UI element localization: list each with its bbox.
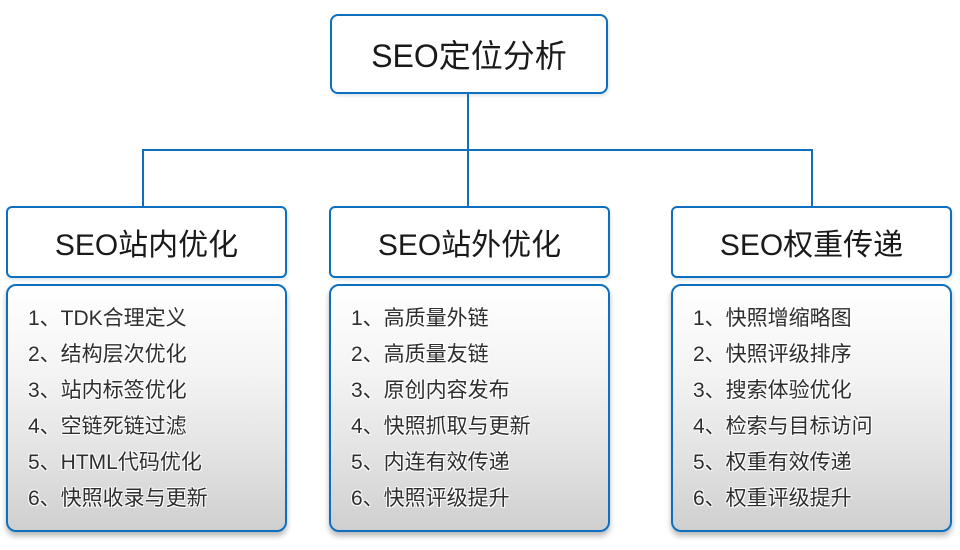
list-item: 2、快照评级排序 xyxy=(693,343,852,366)
root-node-label: SEO定位分析 xyxy=(371,38,567,74)
list-item: 3、站内标签优化 xyxy=(28,379,187,402)
list-item: 1、TDK合理定义 xyxy=(28,307,187,330)
connector-stub-middle xyxy=(467,150,469,206)
list-item: 3、搜索体验优化 xyxy=(693,379,852,402)
root-node: SEO定位分析 xyxy=(330,14,608,94)
connector-stub-right xyxy=(811,150,813,206)
list-item: 3、原创内容发布 xyxy=(351,379,510,402)
list-item: 5、内连有效传递 xyxy=(351,451,510,474)
list-item: 1、快照增缩略图 xyxy=(693,307,852,330)
list-item: 4、快照抓取与更新 xyxy=(351,415,531,438)
branch-header-offsite: SEO站外优化 xyxy=(329,206,610,278)
list-item: 6、权重评级提升 xyxy=(693,487,852,510)
list-item: 5、权重有效传递 xyxy=(693,451,852,474)
list-item: 6、快照评级提升 xyxy=(351,487,510,510)
branch-header-weight-label: SEO权重传递 xyxy=(719,229,904,262)
list-item: 6、快照收录与更新 xyxy=(28,487,208,510)
connector-root-drop xyxy=(467,94,469,150)
branch-list-weight: 1、快照增缩略图 2、快照评级排序 3、搜索体验优化 4、检索与目标访问 5、权… xyxy=(671,284,952,532)
branch-header-onsite: SEO站内优化 xyxy=(6,206,287,278)
connector-horizontal xyxy=(142,149,813,151)
list-item: 5、HTML代码优化 xyxy=(28,451,202,474)
list-item: 2、高质量友链 xyxy=(351,343,489,366)
list-item: 4、检索与目标访问 xyxy=(693,415,873,438)
branch-header-offsite-label: SEO站外优化 xyxy=(377,229,562,262)
branch-header-onsite-label: SEO站内优化 xyxy=(54,229,239,262)
branch-list-onsite: 1、TDK合理定义 2、结构层次优化 3、站内标签优化 4、空链死链过滤 5、H… xyxy=(6,284,287,532)
list-item: 2、结构层次优化 xyxy=(28,343,187,366)
connector-stub-left xyxy=(142,150,144,206)
list-item: 4、空链死链过滤 xyxy=(28,415,187,438)
branch-list-offsite: 1、高质量外链 2、高质量友链 3、原创内容发布 4、快照抓取与更新 5、内连有… xyxy=(329,284,610,532)
list-item: 1、高质量外链 xyxy=(351,307,489,330)
branch-header-weight: SEO权重传递 xyxy=(671,206,952,278)
